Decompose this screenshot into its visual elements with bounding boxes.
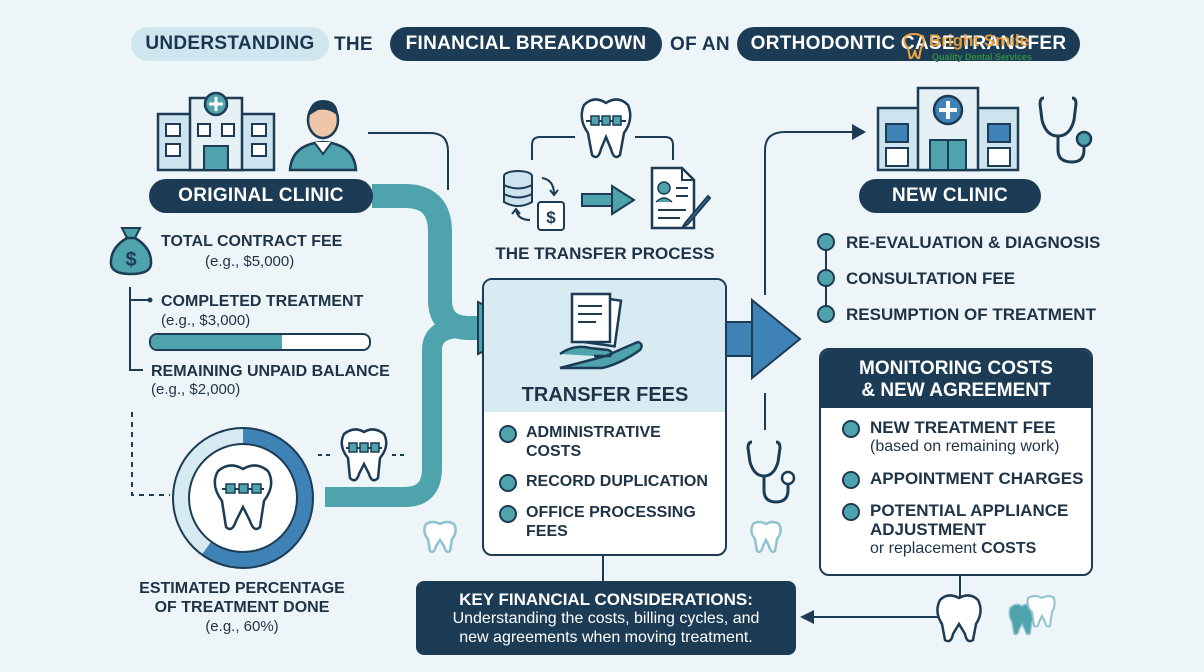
small-tooth-mid-icon: [750, 520, 782, 554]
title-the: THE: [334, 34, 373, 55]
transfer-fee-bullet-2: [499, 474, 517, 492]
estimate-line1: ESTIMATED PERCENTAGE: [139, 580, 345, 597]
tooth-braces-top-icon: [580, 98, 632, 159]
transfer-fee-bullet-3: [499, 505, 517, 523]
tooth-pair-icon: [1008, 595, 1056, 636]
transfer-fees-heading: TRANSFER FEES: [521, 384, 689, 406]
brand-logo: Bright Smile Quality Dental Services: [902, 30, 1072, 68]
transfer-fee-item-1-line1: ADMINISTRATIVE: [526, 424, 661, 441]
monitoring-last-suffix: COSTS: [981, 540, 1037, 557]
logo-tagline: Quality Dental Services: [932, 52, 1033, 62]
title-orthodontic-case-transfer: ORTHODONTIC CASE TRANSFER: [737, 27, 1080, 61]
transfer-process-heading: THE TRANSFER PROCESS: [495, 244, 715, 263]
logo-name: Bright Smile: [929, 31, 1030, 50]
monitoring-item-2-line1: APPOINTMENT CHARGES: [870, 469, 1084, 488]
new-clinic-item-2: CONSULTATION FEE: [846, 269, 1016, 288]
monitoring-item-3-line1: POTENTIAL APPLIANCE: [870, 501, 1069, 520]
remaining-balance-label: REMAINING UNPAID BALANCE: [151, 363, 390, 380]
title-understanding: UNDERSTANDING: [131, 27, 329, 61]
monitoring-bullet-1: [842, 420, 860, 438]
money-bag-icon: $: [109, 227, 153, 276]
completed-treatment-label: COMPLETED TREATMENT: [161, 293, 364, 310]
completed-progress-bar: [149, 333, 371, 351]
transfer-arrow-icon: [581, 184, 636, 216]
new-clinic-building-icon: [876, 86, 1020, 172]
monitoring-item-1-line2: (based on remaining work): [870, 438, 1060, 455]
tooth-outline-icon: [936, 594, 982, 643]
hand-documents-icon: [559, 292, 643, 370]
original-clinic-heading: ORIGINAL CLINIC: [149, 179, 373, 213]
new-clinic-item-3: RESUMPTION OF TREATMENT: [846, 305, 1096, 324]
doctor-icon: [288, 100, 358, 172]
new-clinic-item-1: RE-EVALUATION & DIAGNOSIS: [846, 233, 1101, 252]
stethoscope-icon: [1038, 96, 1093, 164]
tooth-braces-icon: [213, 464, 273, 531]
monitoring-item-3-line2: ADJUSTMENT: [870, 520, 987, 539]
new-clinic-bullet-3: [817, 305, 835, 323]
blue-arrowhead: [751, 297, 802, 381]
stethoscope-small-icon: [746, 440, 796, 504]
monitoring-item-1-line1: NEW TREATMENT FEE: [870, 418, 1056, 437]
monitoring-bullet-3: [842, 503, 860, 521]
key-considerations-line1: Understanding the costs, billing cycles,…: [452, 610, 760, 627]
title-of-an: OF AN: [670, 34, 730, 55]
total-contract-fee-label: TOTAL CONTRACT FEE: [161, 233, 343, 250]
monitoring-header-panel: [821, 350, 1091, 408]
estimate-line2: OF TREATMENT DONE: [154, 599, 330, 616]
monitoring-item-3-line3: or replacement COSTS: [870, 540, 1036, 558]
monitoring-last-prefix: or replacement: [870, 540, 977, 557]
new-clinic-heading: NEW CLINIC: [859, 179, 1041, 213]
document-sign-icon: [650, 166, 712, 230]
monitoring-bullet-2: [842, 471, 860, 489]
transfer-fee-item-3-line2: FEES: [526, 523, 568, 540]
title-financial-breakdown: FINANCIAL BREAKDOWN: [390, 27, 662, 61]
monitoring-heading-line1: MONITORING COSTS: [859, 358, 1053, 379]
remaining-balance-example: (e.g., $2,000): [151, 381, 241, 398]
monitoring-box: [819, 348, 1093, 576]
estimate-example: (e.g., 60%): [205, 618, 279, 635]
transfer-fee-bullet-1: [499, 425, 517, 443]
small-tooth-icon: [423, 520, 457, 554]
database-money-icon: $: [503, 170, 565, 231]
treatment-progress-donut: [172, 427, 314, 569]
transfer-fee-item-1-line2: COSTS: [526, 443, 582, 460]
hospital-icon: [156, 91, 276, 172]
svg-text:$: $: [125, 249, 136, 271]
key-considerations-heading: KEY FINANCIAL CONSIDERATIONS:: [459, 590, 753, 609]
new-clinic-bullet-2: [817, 269, 835, 287]
total-contract-fee-example: (e.g., $5,000): [205, 253, 295, 270]
transfer-fee-item-3-line1: OFFICE PROCESSING: [526, 504, 696, 521]
braces-tooth-icon: [340, 428, 388, 482]
key-considerations-line2: new agreements when moving treatment.: [459, 629, 753, 646]
transfer-fee-item-2-line1: RECORD DUPLICATION: [526, 473, 708, 490]
svg-text:$: $: [546, 208, 556, 227]
completed-treatment-example: (e.g., $3,000): [161, 312, 251, 329]
completed-progress-fill: [151, 335, 282, 349]
monitoring-heading-line2: & NEW AGREEMENT: [861, 380, 1051, 401]
new-clinic-bullet-1: [817, 233, 835, 251]
tooth-logo-icon: [903, 33, 925, 60]
key-considerations-box: [416, 581, 796, 655]
